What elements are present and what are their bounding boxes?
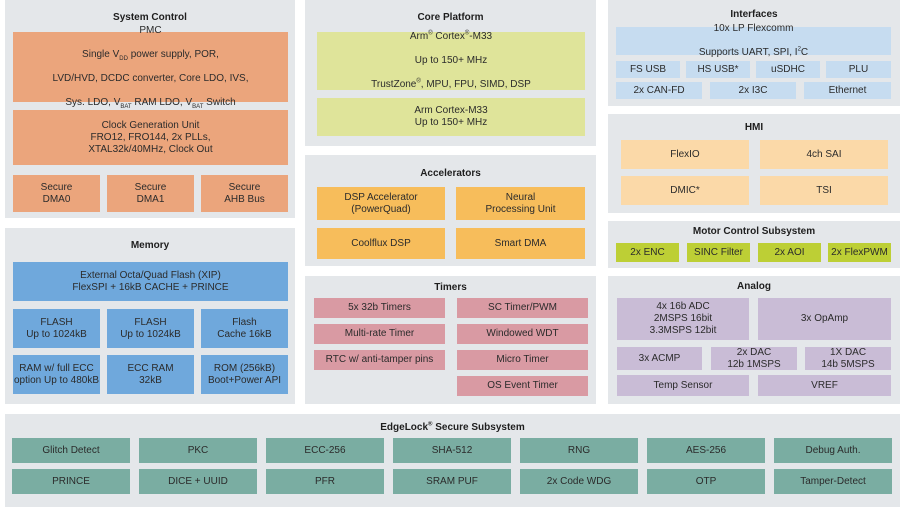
neural-processing-unit-block[interactable]: Neural Processing Unit: [456, 187, 585, 220]
analog-title: Analog: [737, 281, 771, 292]
ram-ecc-block[interactable]: RAM w/ full ECC option Up to 480kB: [13, 355, 100, 394]
dmic-block[interactable]: DMIC*: [621, 176, 749, 205]
opamp-block[interactable]: 3x OpAmp: [758, 298, 891, 340]
plu-block[interactable]: PLU: [826, 61, 891, 78]
interfaces-panel: Interfaces 10x LP Flexcomm Supports UART…: [608, 0, 900, 106]
external-flash-block[interactable]: External Octa/Quad Flash (XIP) FlexSPI +…: [13, 262, 288, 301]
core1-line1: Arm® Cortex®-M33: [409, 30, 493, 42]
core1-line3: TrustZone®, MPU, FPU, SIMD, DSP: [371, 78, 531, 90]
pmc-title: PMC: [139, 25, 162, 36]
edgelock-title: EdgeLock® Secure Subsystem: [380, 421, 525, 433]
flexio-block[interactable]: FlexIO: [621, 140, 749, 169]
edgelock-sram-puf-block[interactable]: SRAM PUF: [393, 469, 511, 494]
dsp-accelerator-block[interactable]: DSP Accelerator (PowerQuad): [317, 187, 445, 220]
edgelock-dice-uuid-block[interactable]: DICE + UUID: [139, 469, 257, 494]
clock-generation-unit-block[interactable]: Clock Generation Unit FRO12, FRO144, 2x …: [13, 110, 288, 165]
ecc-ram-block[interactable]: ECC RAM 32kB: [107, 355, 194, 394]
os-event-timer-block[interactable]: OS Event Timer: [457, 376, 588, 396]
sinc-filter-block[interactable]: SINC Filter: [687, 243, 750, 262]
windowed-wdt-block[interactable]: Windowed WDT: [457, 324, 588, 344]
flexpwm-block[interactable]: 2x FlexPWM: [828, 243, 891, 262]
acmp-block[interactable]: 3x ACMP: [617, 347, 702, 370]
micro-timer-block[interactable]: Micro Timer: [457, 350, 588, 370]
pmc-line2: Single VDD power supply, POR,: [82, 49, 219, 62]
edgelock-tamper-detect-block[interactable]: Tamper-Detect: [774, 469, 892, 494]
smart-dma-block[interactable]: Smart DMA: [456, 228, 585, 259]
sai-block[interactable]: 4ch SAI: [760, 140, 888, 169]
edgelock-2x-code-wdg-block[interactable]: 2x Code WDG: [520, 469, 638, 494]
lp-flexcomm-block[interactable]: 10x LP Flexcomm Supports UART, SPI, I2C: [616, 23, 891, 58]
timers-title: Timers: [434, 282, 467, 293]
cortex-m33-core-2[interactable]: Arm Cortex-M33 Up to 150+ MHz: [317, 98, 585, 136]
hmi-panel: HMI FlexIO 4ch SAI DMIC* TSI: [608, 114, 900, 213]
flexcomm-line1: 10x LP Flexcomm: [713, 23, 794, 34]
fs-usb-block[interactable]: FS USB: [616, 61, 680, 78]
hs-usb-block[interactable]: HS USB*: [686, 61, 750, 78]
rtc-anti-tamper-block[interactable]: RTC w/ anti-tamper pins: [314, 350, 445, 370]
edgelock-pkc-block[interactable]: PKC: [139, 438, 257, 463]
tsi-block[interactable]: TSI: [760, 176, 888, 205]
pmc-block[interactable]: PMC Single VDD power supply, POR, LVD/HV…: [13, 25, 288, 110]
edgelock-sha-512-block[interactable]: SHA-512: [393, 438, 511, 463]
analog-panel: Analog 4x 16b ADC 2MSPS 16bit 3.3MSPS 12…: [608, 276, 900, 404]
core1-line2: Up to 150+ MHz: [414, 55, 488, 66]
temp-sensor-block[interactable]: Temp Sensor: [617, 375, 749, 396]
can-fd-block[interactable]: 2x CAN-FD: [616, 82, 702, 99]
edgelock-otp-block[interactable]: OTP: [647, 469, 765, 494]
rom-block[interactable]: ROM (256kB) Boot+Power API: [201, 355, 288, 394]
cortex-m33-core-1[interactable]: Arm® Cortex®-M33 Up to 150+ MHz TrustZon…: [317, 30, 585, 90]
secure-dma0-block[interactable]: Secure DMA0: [13, 175, 100, 212]
dac-14b-block[interactable]: 1X DAC 14b 5MSPS: [805, 347, 891, 370]
adc-block[interactable]: 4x 16b ADC 2MSPS 16bit 3.3MSPS 12bit: [617, 298, 749, 340]
core-platform-title: Core Platform: [417, 12, 484, 23]
system-control-panel: System Control PMC Single VDD power supp…: [5, 0, 295, 218]
system-control-title: System Control: [113, 12, 187, 23]
i3c-block[interactable]: 2x I3C: [710, 82, 796, 99]
core-platform-panel: Core Platform Arm® Cortex®-M33 Up to 150…: [305, 0, 596, 146]
secure-ahb-bus-block[interactable]: Secure AHB Bus: [201, 175, 288, 212]
memory-panel: Memory External Octa/Quad Flash (XIP) Fl…: [5, 228, 295, 404]
flash-cache-block[interactable]: Flash Cache 16kB: [201, 309, 288, 348]
edgelock-ecc-256-block[interactable]: ECC-256: [266, 438, 384, 463]
pmc-line3: LVD/HVD, DCDC converter, Core LDO, IVS,: [52, 73, 249, 84]
timer-32b-block[interactable]: 5x 32b Timers: [314, 298, 445, 318]
accelerators-title: Accelerators: [420, 168, 481, 179]
edgelock-rng-block[interactable]: RNG: [520, 438, 638, 463]
edgelock-pfr-block[interactable]: PFR: [266, 469, 384, 494]
interfaces-title: Interfaces: [730, 9, 778, 20]
pmc-line4: Sys. LDO, VBAT RAM LDO, VBAT Switch: [65, 97, 236, 110]
edgelock-prince-block[interactable]: PRINCE: [12, 469, 130, 494]
edgelock-debug-auth-block[interactable]: Debug Auth.: [774, 438, 892, 463]
motor-control-panel: Motor Control Subsystem 2x ENC SINC Filt…: [608, 221, 900, 268]
secure-dma1-block[interactable]: Secure DMA1: [107, 175, 194, 212]
aoi-block[interactable]: 2x AOI: [758, 243, 821, 262]
coolflux-dsp-block[interactable]: Coolflux DSP: [317, 228, 445, 259]
motor-control-title: Motor Control Subsystem: [692, 226, 816, 237]
edgelock-panel: EdgeLock® Secure Subsystem Glitch Detect…: [5, 414, 900, 507]
memory-title: Memory: [130, 240, 170, 251]
usdhc-block[interactable]: uSDHC: [756, 61, 820, 78]
edgelock-glitch-detect-block[interactable]: Glitch Detect: [12, 438, 130, 463]
multi-rate-timer-block[interactable]: Multi-rate Timer: [314, 324, 445, 344]
hmi-title: HMI: [744, 122, 764, 133]
flexcomm-line2: Supports UART, SPI, I2C: [698, 46, 809, 58]
timers-panel: Timers 5x 32b Timers Multi-rate Timer RT…: [305, 276, 596, 404]
vref-block[interactable]: VREF: [758, 375, 891, 396]
sc-timer-pwm-block[interactable]: SC Timer/PWM: [457, 298, 588, 318]
flash-block-1[interactable]: FLASH Up to 1024kB: [13, 309, 100, 348]
ethernet-block[interactable]: Ethernet: [804, 82, 891, 99]
accelerators-panel: Accelerators DSP Accelerator (PowerQuad)…: [305, 155, 596, 266]
flash-block-2[interactable]: FLASH Up to 1024kB: [107, 309, 194, 348]
dac-12b-block[interactable]: 2x DAC 12b 1MSPS: [711, 347, 797, 370]
edgelock-aes-256-block[interactable]: AES-256: [647, 438, 765, 463]
enc-block[interactable]: 2x ENC: [616, 243, 679, 262]
